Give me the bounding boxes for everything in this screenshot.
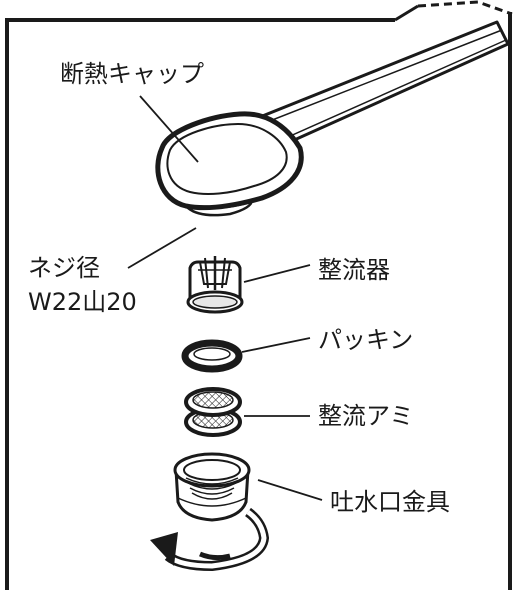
rotation-arrow-icon — [150, 507, 270, 572]
leader-thread-diameter — [127, 227, 197, 269]
leader-spout-fitting — [257, 479, 323, 501]
leader-flow-straightener — [243, 264, 311, 283]
label-packing: パッキン — [318, 326, 413, 354]
label-thread-diameter-line1: ネジ径 — [28, 254, 100, 282]
leader-lines — [127, 95, 323, 501]
label-spout-fitting: 吐水口金具 — [330, 488, 450, 516]
leader-packing — [241, 337, 311, 353]
label-flow-straightener: 整流器 — [318, 256, 390, 284]
flow-mesh-discs — [184, 387, 242, 437]
label-insulation-cap: 断熱キャップ — [60, 60, 204, 88]
leader-insulation-cap — [139, 95, 199, 163]
label-flow-mesh: 整流アミ — [318, 402, 414, 430]
frame — [5, 0, 513, 590]
packing-ring — [181, 339, 243, 373]
insulation-cap — [155, 111, 304, 217]
label-thread-diameter-line2: W22山20 — [28, 288, 137, 316]
flow-straightener — [186, 256, 244, 314]
spout-fitting — [173, 452, 251, 522]
